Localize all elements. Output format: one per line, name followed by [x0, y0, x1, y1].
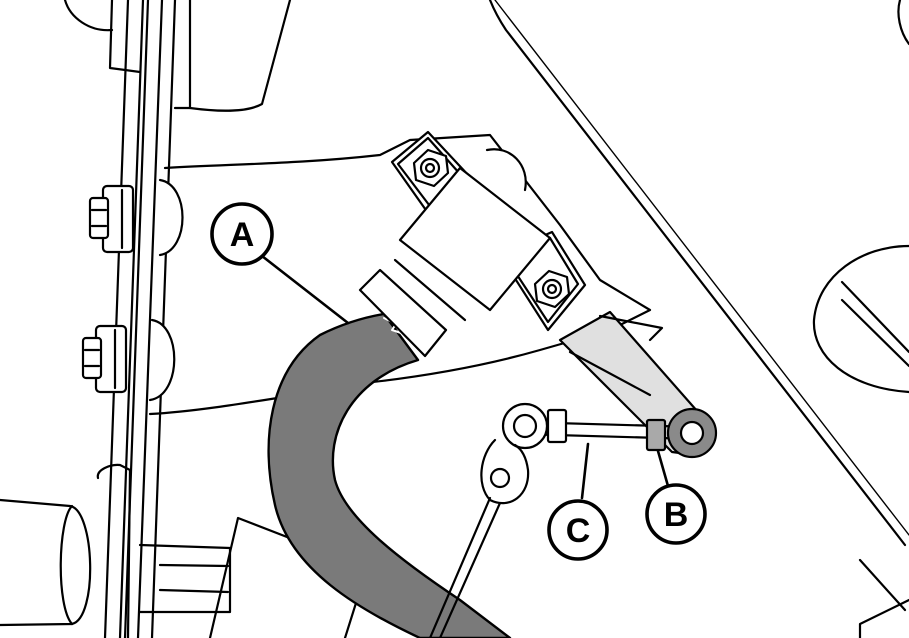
- lower-bracket: [0, 463, 232, 638]
- ring-terminal: [428, 438, 530, 638]
- callout-a: A: [210, 202, 274, 266]
- callout-b: B: [645, 483, 707, 545]
- hose-a: [267, 312, 512, 638]
- sensor-housing: [358, 148, 552, 358]
- upper-bracket: [63, 0, 292, 112]
- frame-bolt-upper: [88, 178, 184, 257]
- right-panel: [488, 0, 909, 612]
- svg-text:B: B: [664, 496, 689, 534]
- frame-bolt-lower: [81, 318, 176, 402]
- nut-upper: [412, 148, 450, 188]
- svg-text:A: A: [230, 216, 255, 254]
- ball-joint-b: [666, 407, 718, 459]
- link-rod: [518, 408, 697, 452]
- callout-c: C: [547, 499, 609, 561]
- leader-lines: [260, 254, 670, 500]
- bottom-right-block: [858, 598, 909, 638]
- round-cap: [812, 244, 909, 394]
- svg-text:C: C: [566, 512, 591, 550]
- nut-lower: [533, 269, 571, 309]
- ball-joint-c: [501, 402, 549, 450]
- frame-rails: [103, 0, 177, 638]
- mounting-plate: [148, 133, 652, 416]
